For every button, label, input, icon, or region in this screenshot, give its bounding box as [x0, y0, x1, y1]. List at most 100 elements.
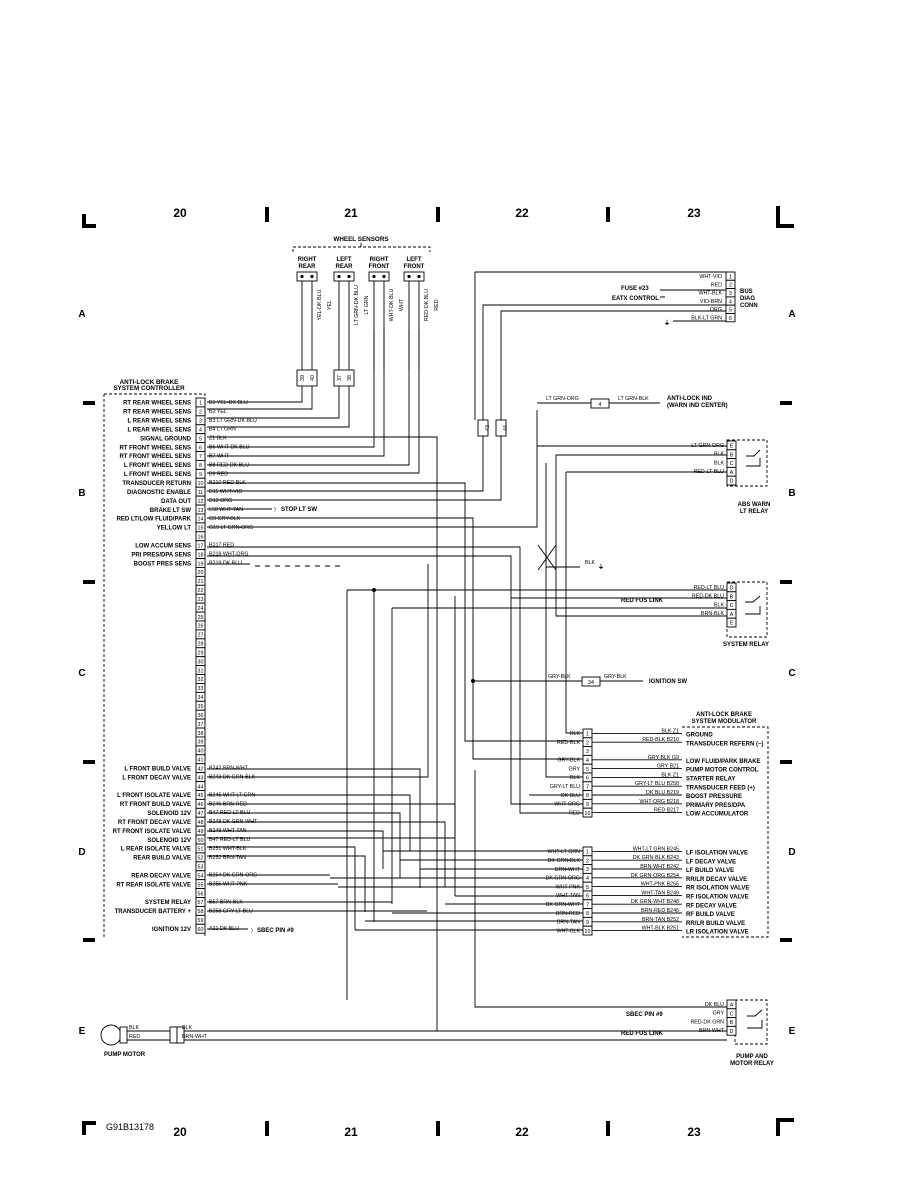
- row-label: B: [78, 488, 85, 499]
- wire-color: B219 DK BLU: [209, 560, 242, 566]
- wire-color: BLK: [714, 452, 724, 458]
- pin-number: 47: [198, 811, 204, 817]
- bus-diag-title: CONN: [740, 303, 758, 309]
- wire-color: WHT-ORG: [554, 802, 580, 808]
- wire-color: BLK: [570, 731, 580, 737]
- pin-number: 32: [198, 677, 204, 683]
- pin-number: 33: [198, 686, 204, 692]
- pin-number: 4: [199, 427, 202, 433]
- pin-number: 3: [729, 291, 732, 297]
- pin-function-label: RT FRONT ISOLATE VALVE: [113, 829, 191, 835]
- sensor-terminal: [337, 274, 341, 279]
- sensor-label: REAR: [298, 264, 316, 270]
- wire-color: GRY B21: [657, 764, 679, 770]
- pin-number: 5: [729, 308, 732, 314]
- wire-color: L50 WHT-TAN: [209, 507, 243, 513]
- pin-number: 2: [586, 858, 589, 864]
- wire-color: BRN-RED: [556, 911, 580, 917]
- wire-color: B9 RED: [209, 471, 228, 477]
- connector-pin-number: 37: [337, 375, 343, 381]
- pin-function-label: REAR DECAY VALVE: [131, 873, 191, 879]
- pin-number: 7: [586, 784, 589, 790]
- wire-color: BRN-RED B246: [641, 908, 679, 914]
- row-label: B: [788, 488, 795, 499]
- modulator-function-label: STARTER RELAY: [686, 777, 735, 783]
- pin-number: 18: [198, 552, 204, 558]
- pin-function-label: L REAR WHEEL SENS: [128, 427, 191, 433]
- splice-label: 44: [503, 425, 509, 431]
- pin-number: 48: [198, 820, 204, 826]
- sensor-connector: [333, 271, 355, 282]
- wire-color: BRN-WHT B242: [640, 864, 679, 870]
- modulator-function-label: RR/LR BUILD VALVE: [686, 921, 745, 927]
- wire-color: VIO-BRN: [700, 299, 722, 305]
- modulator-function-label: RR ISOLATION VALVE: [686, 886, 749, 892]
- pin-number: 3: [199, 419, 202, 425]
- pin-number: 6: [199, 445, 202, 451]
- pin-number: 10: [198, 481, 204, 487]
- pin-number: 5: [586, 885, 589, 891]
- sensor-label: FRONT: [404, 264, 425, 270]
- wire-color: BLK: [129, 1025, 139, 1031]
- wire-color: B217 RED: [209, 543, 234, 549]
- abs-warn-lt-relay: ABS WARN LT RELAY: [726, 439, 770, 515]
- pin-function-label: L FRONT DECAY VALVE: [122, 775, 191, 781]
- pin-number: 58: [198, 909, 204, 915]
- sensor-label: RIGHT: [298, 257, 317, 263]
- pin-function-label: RT FRONT DECAY VALVE: [118, 820, 191, 826]
- fuse-23-label: FUSE #23: [621, 286, 649, 292]
- pin-number: 36: [198, 713, 204, 719]
- pin-number: 45: [198, 793, 204, 799]
- pin-number: 20: [198, 570, 204, 576]
- pin-number: 21: [198, 579, 204, 585]
- pin-function-label: L FRONT WHEEL SENS: [124, 472, 191, 478]
- wire-color: BLK: [585, 560, 595, 566]
- pin-cell: [195, 923, 206, 934]
- pin-number: 3: [586, 867, 589, 873]
- modulator-function-label: RF BUILD VALVE: [686, 912, 735, 918]
- pin-cell: [726, 1025, 737, 1036]
- red-fus-link-label: RED FUS LINK: [621, 1031, 664, 1037]
- pin-number: 1: [586, 850, 589, 856]
- wire-color: ORG: [710, 307, 722, 313]
- pin-number: 30: [198, 659, 204, 665]
- pin-number: 13: [198, 508, 204, 514]
- pin-number: 53: [198, 865, 204, 871]
- pin-number: 6: [729, 316, 732, 322]
- wire-color: DK BLU: [705, 1002, 724, 1008]
- pin-number: 6: [586, 776, 589, 782]
- pin-number: 12: [198, 499, 204, 505]
- column-label: 21: [344, 206, 358, 220]
- row-label: C: [788, 668, 795, 679]
- sensor-label: LEFT: [407, 257, 422, 263]
- pin-number: 37: [198, 722, 204, 728]
- wire-color: B218 WHT-ORG: [209, 552, 248, 558]
- pin-function-label: RT REAR WHEEL SENS: [123, 410, 191, 416]
- splice-label: 34: [588, 680, 594, 686]
- modulator-function-label: BOOST PRESSURE: [686, 794, 742, 800]
- pin-cell: [726, 617, 737, 628]
- modulator-function-label: LOW FLUID/PARK BRAKE: [686, 759, 761, 765]
- wire-color: B255 WHT-PNK: [209, 882, 248, 888]
- wire-color: BRN-WHT: [555, 867, 581, 873]
- wire-color: BRN-WHT: [699, 1028, 725, 1034]
- wire-color: WHT-PNK: [556, 884, 581, 890]
- sensor-label: REAR: [335, 264, 353, 270]
- connector-pin-number: 38: [347, 375, 353, 381]
- pin-number: 54: [198, 873, 204, 879]
- column-label: 22: [515, 1125, 529, 1139]
- pin-number: 8: [586, 911, 589, 917]
- pin-function-label: L FRONT BUILD VALVE: [124, 766, 191, 772]
- sensor-label: RIGHT: [370, 257, 389, 263]
- pin-letter: C: [730, 603, 734, 609]
- pin-number: 49: [198, 829, 204, 835]
- modulator-function-label: LF DECAY VALVE: [686, 859, 736, 865]
- wire-color: B4 LT GRN: [209, 427, 236, 433]
- wire-color: DK GRN-ORG: [546, 876, 580, 882]
- ground-icon: ⏚: [598, 564, 604, 571]
- wire-color: WHT-ORG B218: [640, 799, 679, 805]
- wire-color: BLK Z1: [661, 772, 679, 778]
